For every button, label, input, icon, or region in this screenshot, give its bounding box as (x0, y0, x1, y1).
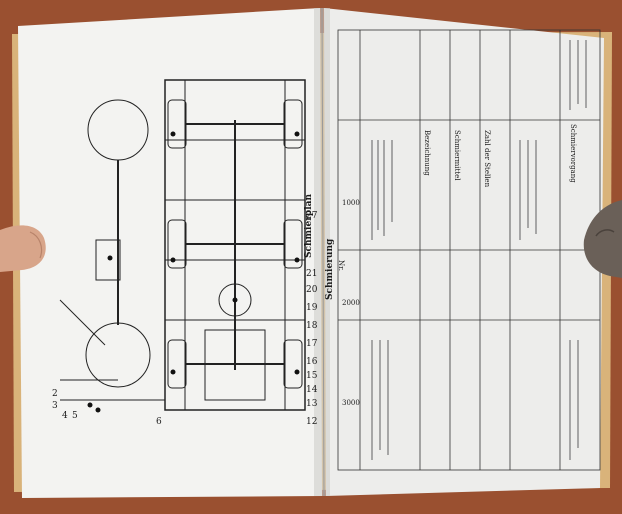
lubrication-points (87, 131, 300, 413)
callout-number: 21 (306, 269, 318, 279)
callout-number: 20 (306, 285, 318, 295)
right-hand (583, 200, 622, 278)
lubrication-point (294, 131, 300, 137)
column-header: Schmiervorgang (569, 124, 577, 183)
column-header: Zahl der Stellen (483, 130, 491, 188)
left-page (18, 8, 322, 498)
linkage (59, 299, 106, 346)
callout-number: 19 (306, 303, 318, 313)
callout-number: 3 (52, 401, 58, 411)
lubrication-point (232, 297, 238, 303)
callout-number: 16 (306, 357, 318, 367)
column-header: Nr. (337, 260, 345, 271)
callout-number: 14 (306, 385, 318, 395)
right-page (324, 8, 604, 496)
engine-block (204, 329, 266, 401)
callout-number: 4 (62, 411, 68, 421)
lubrication-point (87, 402, 93, 408)
left-thumb (0, 225, 46, 272)
page-heading-right: Schmierung (325, 238, 335, 300)
pump-housing (95, 239, 121, 281)
lubrication-point (95, 407, 101, 413)
lubrication-point (170, 131, 176, 137)
column-header: Schmiermittel (453, 130, 461, 181)
knuckle (595, 229, 615, 237)
page-title-left: Schmierplan (304, 193, 314, 258)
chassis-diagram (59, 79, 306, 411)
callout-number: 2 (52, 389, 58, 399)
callout-number: 13 (306, 399, 318, 409)
lubrication-point (170, 257, 176, 263)
callout-number: 5 (72, 411, 78, 421)
book-gutter (314, 8, 330, 496)
callout-number: 12 (306, 417, 318, 427)
column-header: Bezeichnung (423, 130, 431, 176)
lubrication-point (294, 257, 300, 263)
lubrication-point (107, 255, 113, 261)
callout-number: 17 (306, 339, 318, 349)
km-marker: 1000 (342, 199, 360, 207)
thumbnail (29, 231, 43, 259)
callout-number: 18 (306, 321, 318, 331)
callout-number: 6 (156, 417, 162, 427)
callout-number: 27 (306, 211, 318, 221)
lubrication-table (337, 29, 601, 471)
lubrication-point (170, 369, 176, 375)
callout-number: 15 (306, 371, 318, 381)
spine-line (321, 7, 325, 497)
km-marker: 3000 (342, 399, 360, 407)
km-marker: 2000 (342, 299, 360, 307)
chassis-frame (164, 79, 306, 411)
lubrication-point (294, 369, 300, 375)
differential (218, 283, 252, 317)
table-text-lines (371, 40, 587, 460)
